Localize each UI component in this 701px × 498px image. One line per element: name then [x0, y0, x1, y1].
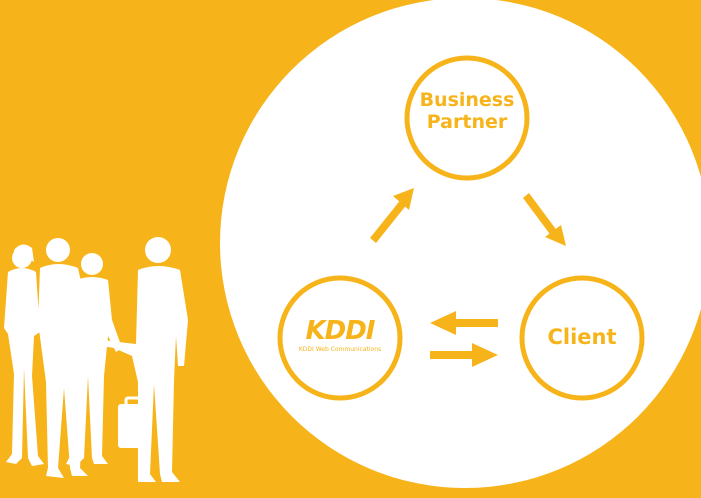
referral-label: 紹介: [571, 205, 598, 220]
partner-label-line1: Business: [419, 89, 515, 111]
billing-support-label: 請求・サポート: [419, 392, 511, 407]
kddi-logo: KDDI KDDI Web Communications: [280, 318, 400, 353]
partner-node: Business Partner: [407, 89, 527, 134]
client-label: Client: [547, 325, 617, 349]
main-white-circle: [220, 0, 701, 488]
business-people-silhouette-icon: [4, 237, 188, 482]
partner-node-ring: [404, 55, 530, 181]
kddi-logo-subtext: KDDI Web Communications: [298, 346, 382, 353]
apply-label: お申し込み: [432, 263, 498, 278]
arrow-right-icon: [430, 343, 498, 367]
arrow-down-right-icon: [523, 193, 566, 246]
payment-label: お支払い: [438, 281, 491, 297]
cashback-label: キャッシュバック: [271, 205, 376, 220]
apply-payment-label: お申し込み お支払い: [410, 262, 520, 300]
partner-label-line2: Partner: [426, 110, 508, 133]
kddi-logo-text: KDDI: [305, 316, 376, 346]
client-node-ring: [519, 275, 645, 401]
kddi-node-ring: [277, 275, 403, 401]
arrow-up-right-icon: [370, 188, 414, 243]
arrow-left-icon: [430, 311, 498, 335]
client-node: Client: [522, 325, 642, 349]
